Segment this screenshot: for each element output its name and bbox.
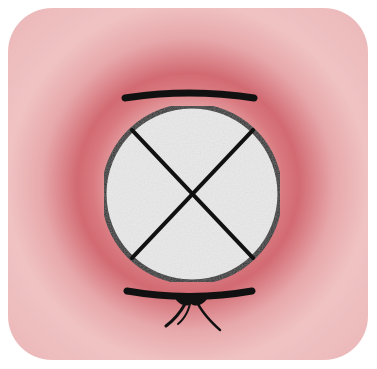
top-bar [125, 93, 254, 98]
stand-leg-right [198, 304, 220, 330]
dumbbell-plate-icon [8, 8, 368, 360]
stand-leg-left [166, 304, 185, 326]
stand-knot [173, 294, 209, 306]
app-icon-tile[interactable] [8, 8, 368, 360]
